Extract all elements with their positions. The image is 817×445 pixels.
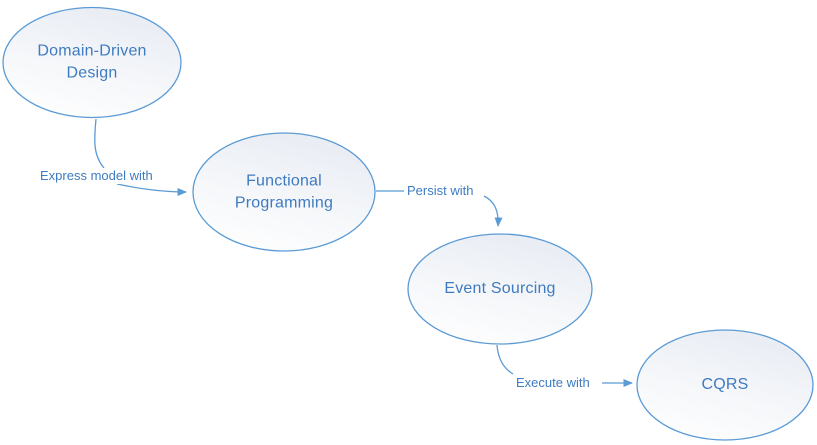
- node-ellipse-domain-driven-design: [2, 6, 182, 119]
- node-ellipse-event-sourcing: [407, 233, 593, 345]
- edge-fp-to-es-segment-2: [483, 195, 503, 227]
- edge-ddd-to-fp-segment-1: [94, 118, 105, 169]
- edge-ddd-to-fp-segment-2: [116, 183, 187, 196]
- edge-es-to-cqrs-segment-1: [496, 344, 514, 375]
- node-ellipse-functional-programming: [192, 132, 376, 252]
- node-ellipse-cqrs: [636, 329, 814, 441]
